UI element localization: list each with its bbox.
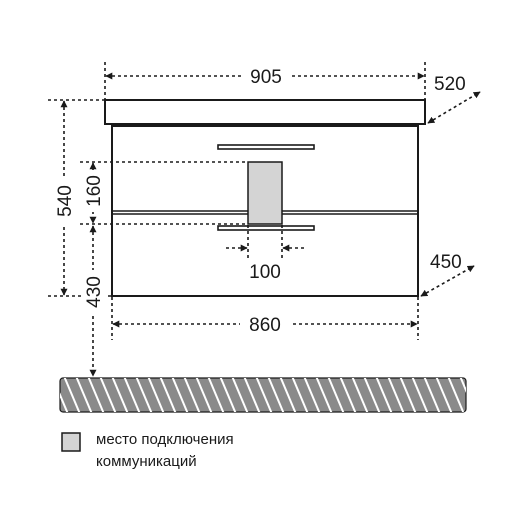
hatch-line [63, 378, 81, 412]
hatch-line [327, 378, 345, 412]
hatch-line [87, 378, 105, 412]
hatch-line [40, 376, 56, 414]
hatch-line [147, 378, 165, 412]
hatch-line [135, 378, 153, 412]
dim-line-520 [427, 91, 481, 124]
dim-label-905: 905 [250, 67, 282, 88]
hatch-line [375, 378, 393, 412]
hatch-line [123, 378, 141, 412]
hatch-line [411, 378, 429, 412]
hatch-line [255, 378, 273, 412]
hatch-line [496, 376, 512, 414]
dim-label-160: 160 [84, 175, 105, 207]
hatch-line [387, 378, 405, 412]
hatch-line [472, 376, 488, 414]
top-drawer-handle [217, 144, 315, 150]
dim-label-430: 430 [84, 276, 105, 308]
hatch-line [351, 378, 369, 412]
hatch-line [435, 378, 453, 412]
hatch-line [195, 378, 213, 412]
hatch-line [60, 378, 69, 412]
hatch-line [399, 378, 417, 412]
hatch-line [291, 378, 309, 412]
communication-zone [247, 161, 283, 225]
hatch-line [339, 378, 357, 412]
hatch-line [447, 378, 465, 412]
bottom-drawer-handle [217, 225, 315, 231]
hatch-line [315, 378, 333, 412]
dim-label-450: 450 [430, 252, 462, 273]
hatch-line [484, 376, 500, 414]
label-bg-540 [52, 178, 76, 224]
legend-swatch [61, 432, 81, 452]
hatch-line [219, 378, 237, 412]
dim-line-450 [420, 265, 475, 297]
countertop [104, 99, 426, 125]
hatch-line [207, 378, 225, 412]
hatch-line [459, 378, 466, 412]
legend-line-1: место подключения [96, 431, 234, 448]
hatch-line [159, 378, 177, 412]
hatch-line [279, 378, 297, 412]
hatch-line [303, 378, 321, 412]
hatch-line [75, 378, 93, 412]
legend-line-2: коммуникаций [96, 453, 197, 470]
dim-label-100: 100 [249, 262, 281, 283]
hatch-line [231, 378, 249, 412]
hatch-line [243, 378, 261, 412]
label-bg-905 [241, 64, 291, 88]
label-bg-860 [240, 312, 290, 336]
hatch-line [363, 378, 381, 412]
hatch-line [171, 378, 189, 412]
floor-hatch [40, 376, 512, 414]
dim-label-860: 860 [249, 315, 281, 336]
dim-label-540: 540 [55, 185, 76, 217]
label-bg-160 [82, 170, 106, 212]
dim-label-520: 520 [434, 74, 466, 95]
hatch-line [183, 378, 201, 412]
hatch-line [99, 378, 117, 412]
hatch-line [267, 378, 285, 412]
label-bg-430 [82, 270, 106, 314]
hatch-line [423, 378, 441, 412]
hatch-line [111, 378, 129, 412]
